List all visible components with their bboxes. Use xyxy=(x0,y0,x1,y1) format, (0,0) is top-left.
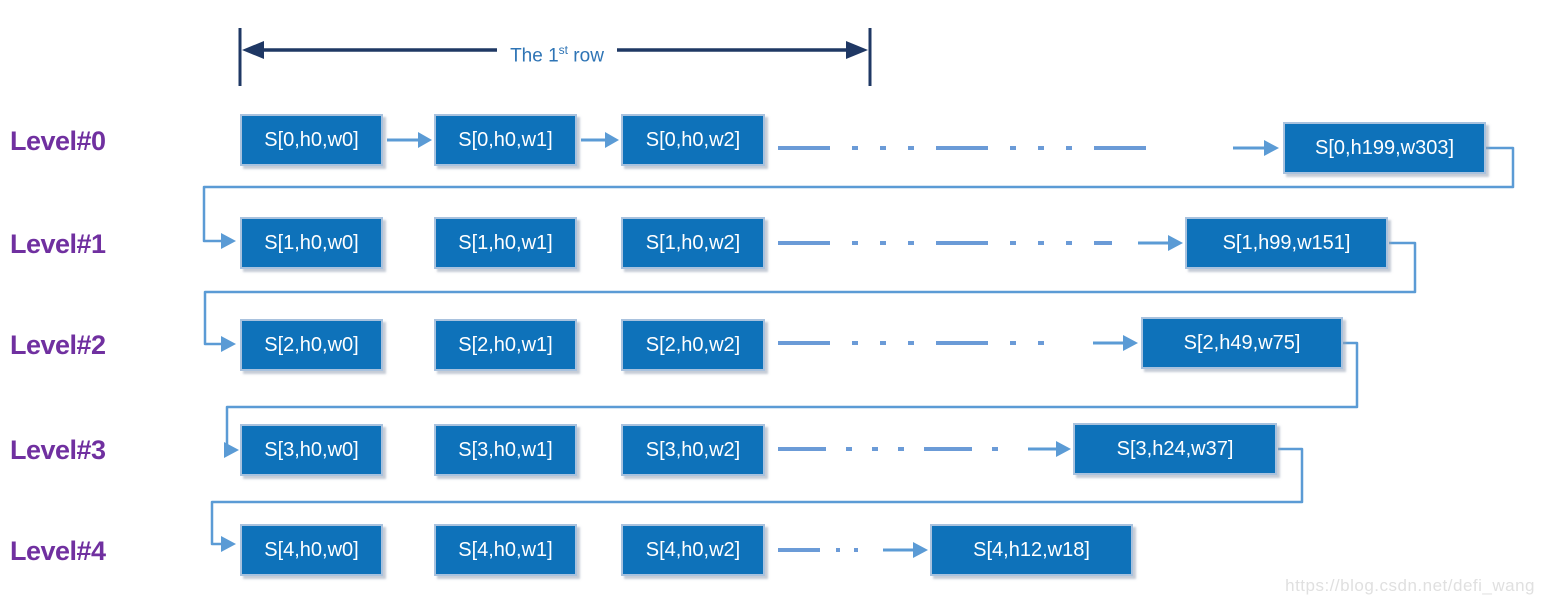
tail-arrows xyxy=(883,140,1279,558)
arrow-right-icon xyxy=(913,542,928,558)
node-box-last: S[4,h12,w18] xyxy=(930,524,1133,576)
ellipsis-dashes xyxy=(778,146,1150,552)
arrow-right-icon xyxy=(605,132,619,148)
arrow-right-icon xyxy=(221,536,236,552)
arrowhead-right-icon xyxy=(846,41,868,59)
node-box: S[0,h0,w1] xyxy=(434,114,577,166)
level-label-0: Level#0 xyxy=(10,126,106,156)
arrow-right-icon xyxy=(1056,441,1071,457)
level-label-2: Level#2 xyxy=(10,330,106,360)
node-box-last: S[0,h199,w303] xyxy=(1283,122,1486,174)
watermark-url: https://blog.csdn.net/defi_wang xyxy=(1285,576,1535,595)
arrow-right-icon xyxy=(1123,335,1138,351)
measure-label-sup: st xyxy=(558,43,569,57)
node-box: S[3,h0,w2] xyxy=(621,424,765,476)
node-box: S[4,h0,w0] xyxy=(240,524,383,576)
arrow-right-icon xyxy=(221,233,236,249)
node-box: S[1,h0,w0] xyxy=(240,217,383,269)
arrow-right-icon xyxy=(1168,235,1183,251)
level-label-1: Level#1 xyxy=(10,229,106,259)
arrow-right-icon xyxy=(224,442,239,458)
wrap-row2-to-row3 xyxy=(225,341,1359,448)
node-box: S[0,h0,w2] xyxy=(621,114,765,166)
arrow-right-icon xyxy=(221,336,236,352)
node-box-last: S[3,h24,w37] xyxy=(1073,423,1277,475)
node-box: S[3,h0,w0] xyxy=(240,424,383,476)
measure-label-text: The 1 xyxy=(510,45,559,67)
measure-label-text: row xyxy=(568,45,604,67)
arrow-right-icon xyxy=(418,132,432,148)
node-box: S[1,h0,w1] xyxy=(434,217,577,269)
node-box-last: S[2,h49,w75] xyxy=(1141,317,1343,369)
level-label-4: Level#4 xyxy=(10,536,106,566)
level-label-3: Level#3 xyxy=(10,435,106,465)
node-box: S[1,h0,w2] xyxy=(621,217,765,269)
wrap-row0-to-row1 xyxy=(202,146,1515,243)
level0-links xyxy=(387,132,619,148)
first-row-measure-label: The 1st row xyxy=(497,36,617,67)
wrap-row3-to-row4 xyxy=(210,447,1304,546)
node-box-last: S[1,h99,w151] xyxy=(1185,217,1388,269)
node-box: S[2,h0,w1] xyxy=(434,319,577,371)
node-box: S[4,h0,w2] xyxy=(621,524,765,576)
arrow-right-icon xyxy=(1264,140,1279,156)
node-box: S[2,h0,w2] xyxy=(621,319,765,371)
node-box: S[2,h0,w0] xyxy=(240,319,383,371)
wrap-row1-to-row2 xyxy=(203,241,1417,346)
arrowhead-left-icon xyxy=(242,41,264,59)
node-box: S[3,h0,w1] xyxy=(434,424,577,476)
node-box: S[4,h0,w1] xyxy=(434,524,577,576)
wrap-connectors xyxy=(202,146,1515,552)
node-box: S[0,h0,w0] xyxy=(240,114,383,166)
